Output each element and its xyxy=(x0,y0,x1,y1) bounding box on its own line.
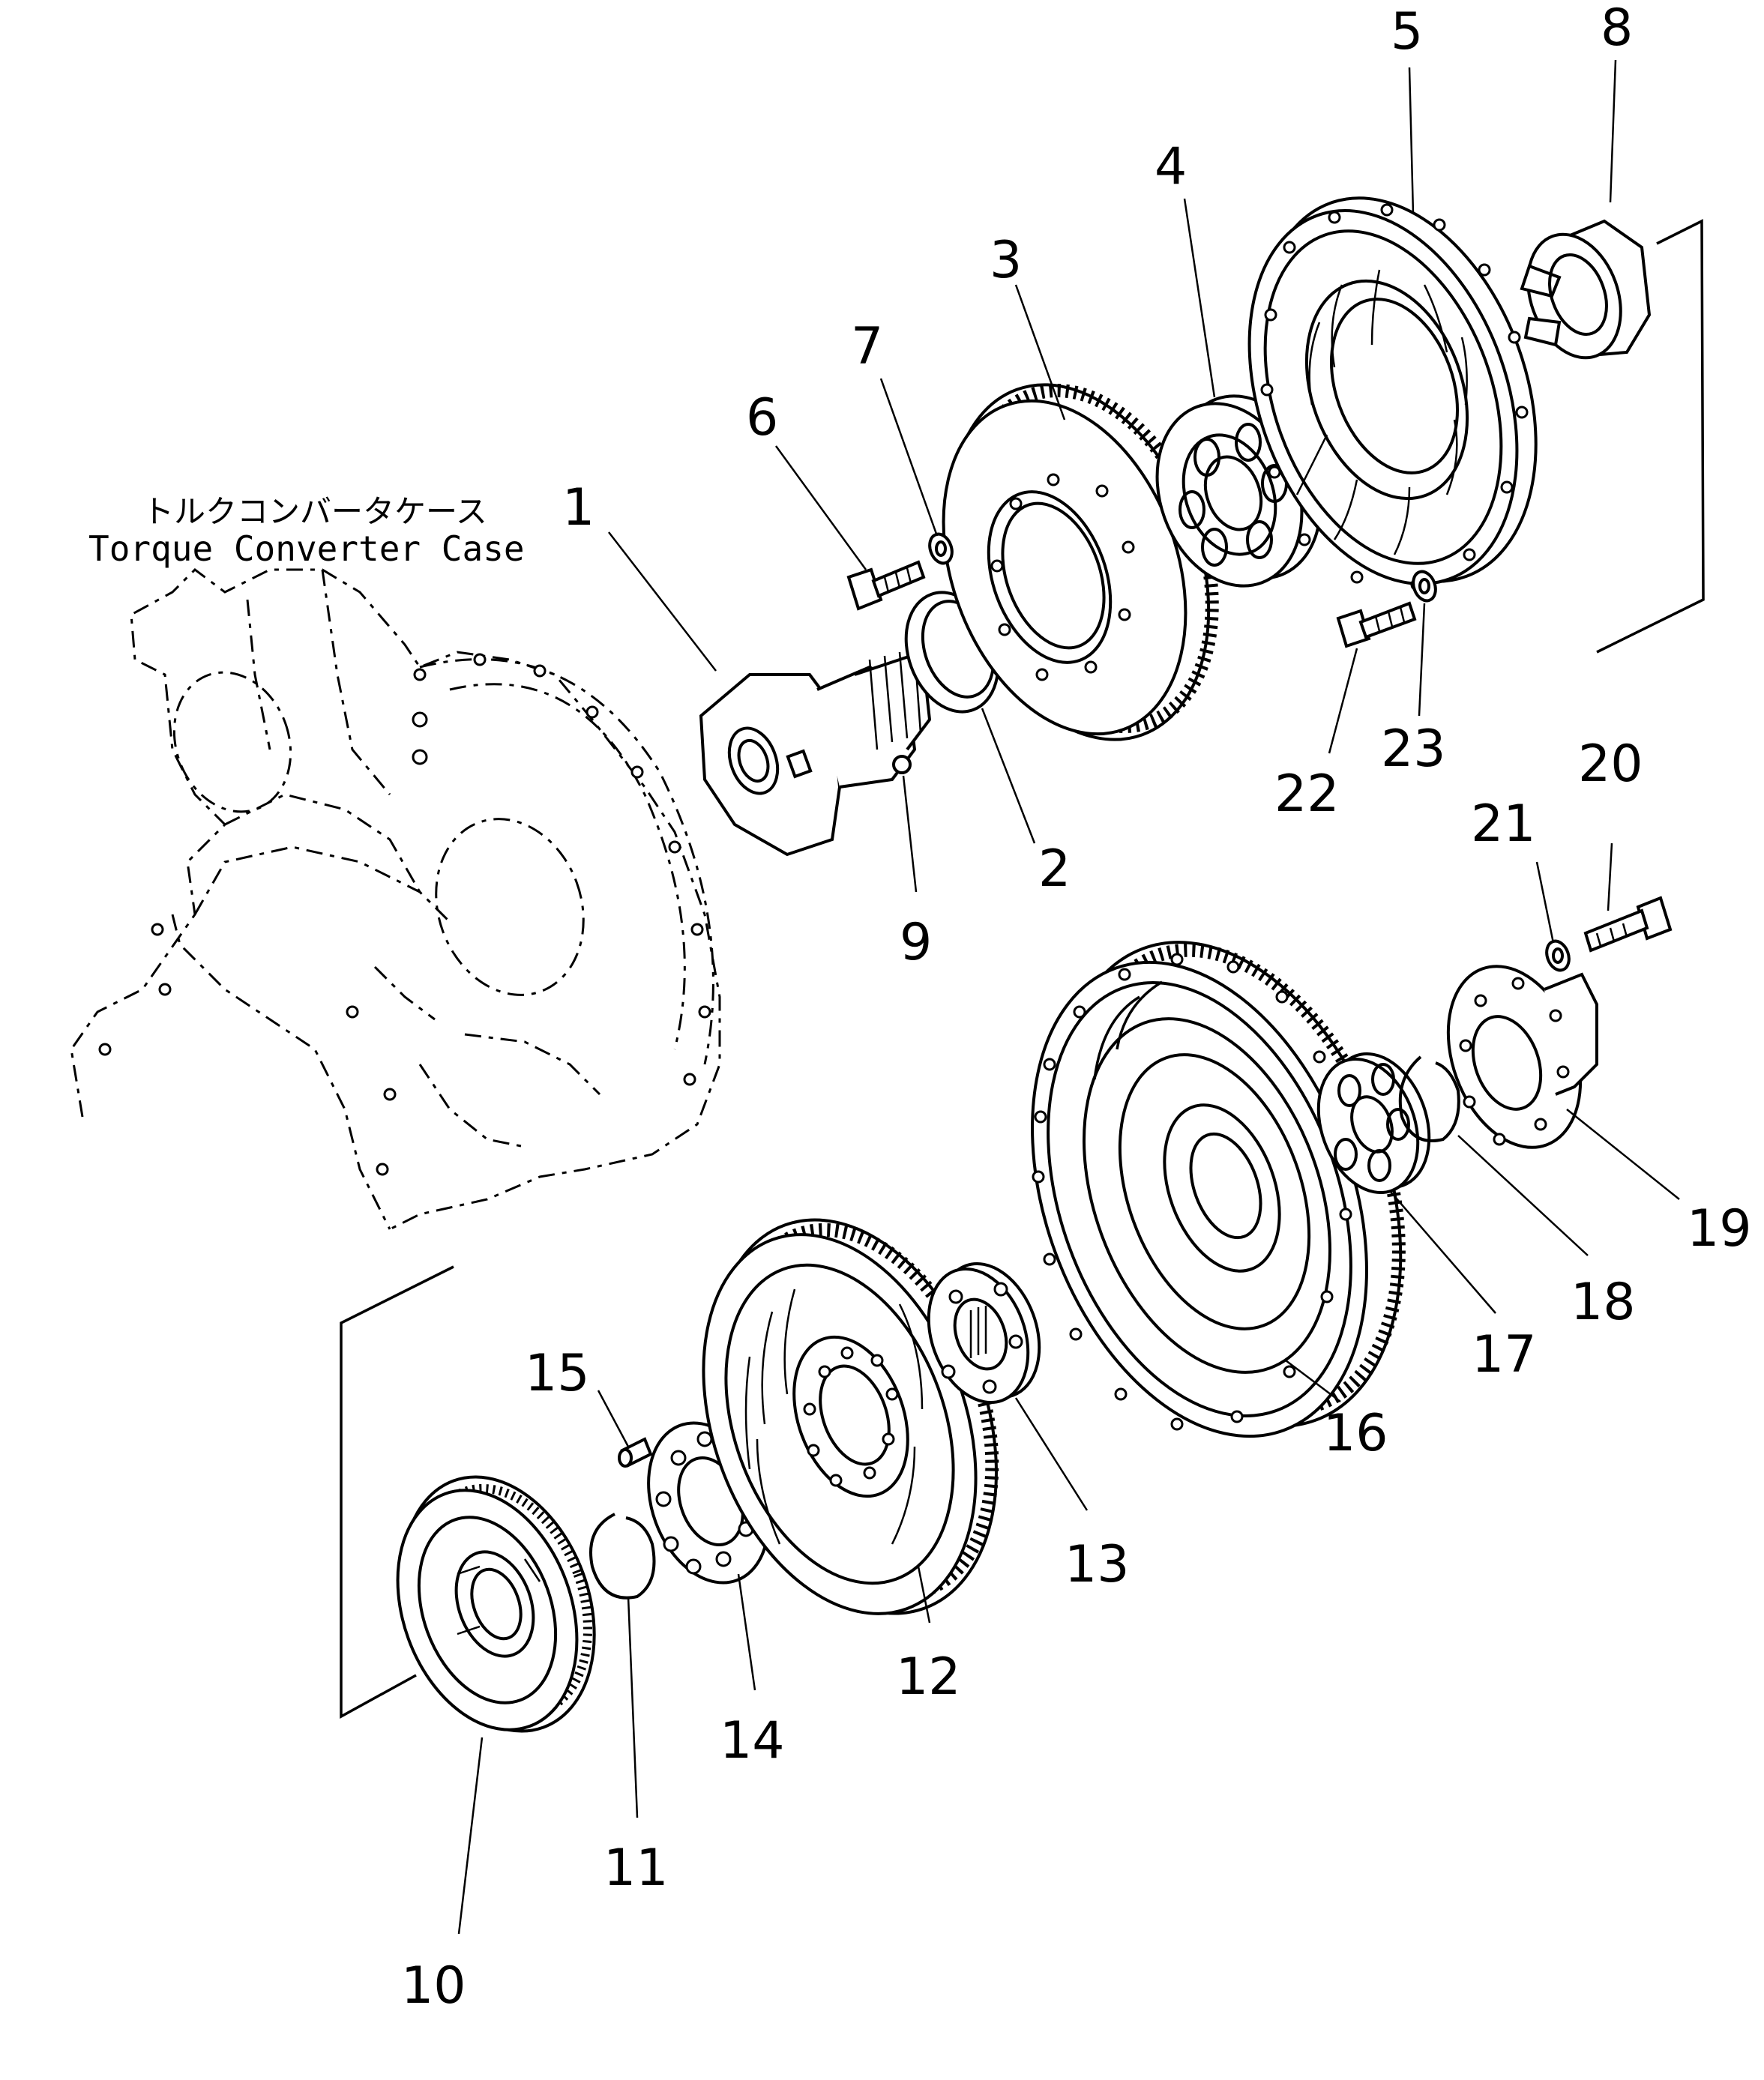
part-16-bolt-holes xyxy=(1032,953,1352,1431)
part-22-bolt xyxy=(1336,601,1417,648)
torque-converter-case: トルクコンバータケース Torque Converter Case xyxy=(70,493,721,1231)
label-5: 5 xyxy=(1391,2,1423,61)
case-label-english: Torque Converter Case xyxy=(88,528,525,569)
part-3-bolt-holes xyxy=(990,473,1135,681)
part-18-snap-ring xyxy=(1398,1055,1460,1142)
part-15-pin xyxy=(618,1437,653,1468)
part-21-washer xyxy=(1545,939,1571,972)
part-9-ball xyxy=(892,755,912,774)
bracket-upper-right xyxy=(1596,219,1705,654)
case-bolt-holes xyxy=(98,653,711,1176)
label-20: 20 xyxy=(1578,735,1643,794)
label-3: 3 xyxy=(990,231,1022,290)
label-9: 9 xyxy=(900,913,932,972)
label-17: 17 xyxy=(1472,1325,1537,1384)
label-18: 18 xyxy=(1571,1273,1636,1332)
leader-lines xyxy=(457,59,1680,1935)
label-23: 23 xyxy=(1381,720,1446,779)
bracket-lower-left xyxy=(340,1265,454,1719)
label-21: 21 xyxy=(1471,795,1536,854)
part-19-flange xyxy=(1446,965,1598,1149)
part-20-bolt xyxy=(1583,896,1673,953)
label-15: 15 xyxy=(525,1344,590,1403)
part-8-cover xyxy=(1520,219,1652,360)
label-19: 19 xyxy=(1687,1199,1752,1258)
label-1: 1 xyxy=(562,478,594,537)
part-12-vanes xyxy=(744,1288,924,1545)
label-8: 8 xyxy=(1601,0,1633,58)
part-23-washer xyxy=(1412,570,1437,603)
part-5-housing xyxy=(1247,196,1538,591)
label-7: 7 xyxy=(851,317,883,376)
part-6-bolt xyxy=(846,560,926,611)
case-label-japanese: トルクコンバータケース xyxy=(142,493,487,530)
part-11-snap-ring xyxy=(589,1513,656,1600)
label-16: 16 xyxy=(1323,1404,1388,1463)
label-11: 11 xyxy=(603,1839,669,1898)
label-10: 10 xyxy=(401,1956,466,2016)
part-17-bearing xyxy=(1316,1052,1431,1195)
label-22: 22 xyxy=(1274,765,1340,824)
part-number-labels: 1 2 3 4 5 6 7 8 9 10 11 12 13 14 15 16 1… xyxy=(401,0,1752,2016)
part-5-fins xyxy=(1295,269,1468,555)
part-16-pump-cover xyxy=(1031,941,1406,1438)
part-12-bolt-holes xyxy=(803,1346,899,1487)
label-2: 2 xyxy=(1038,839,1071,899)
label-6: 6 xyxy=(746,388,778,447)
label-14: 14 xyxy=(720,1711,785,1770)
label-13: 13 xyxy=(1065,1535,1130,1594)
part-13-bearing xyxy=(927,1261,1041,1405)
label-12: 12 xyxy=(896,1648,961,1707)
part-10-turbine xyxy=(396,1475,596,1733)
part-3-gear-disc xyxy=(942,383,1219,741)
label-4: 4 xyxy=(1155,137,1187,196)
part-1-flange-shaft xyxy=(699,650,932,857)
